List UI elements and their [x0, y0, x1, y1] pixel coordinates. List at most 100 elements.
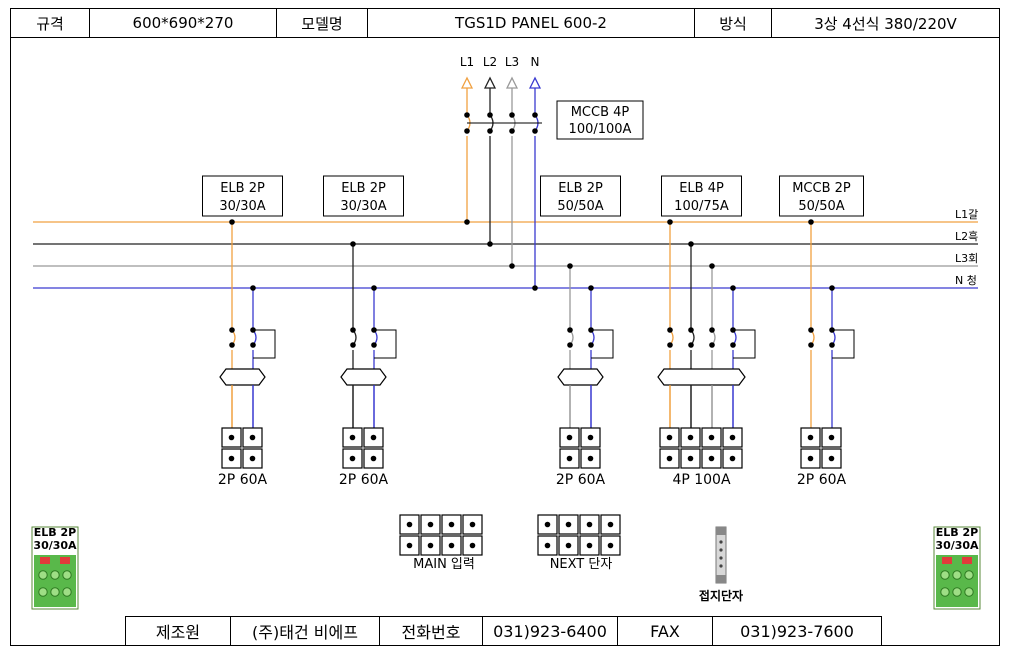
terminal-screw [565, 542, 572, 549]
phone-label: 전화번호 [379, 616, 483, 646]
junction-dot [709, 342, 715, 348]
junction-dot [588, 285, 594, 291]
breaker-type: ELB 2P [558, 181, 603, 196]
zct-sensor [340, 368, 387, 386]
zct-sensor [657, 368, 746, 386]
terminal-screw [228, 455, 235, 462]
right-elb-rating: 30/30A [935, 539, 979, 552]
terminal-screw [448, 542, 455, 549]
title-block: 규격 600*690*270 모델명 TGS1D PANEL 600-2 방식 … [10, 8, 1000, 38]
device-test-button [40, 557, 50, 564]
spec-value: 600*690*270 [89, 8, 277, 38]
junction-dot [567, 342, 573, 348]
bus-label: L2흑 [955, 229, 978, 243]
junction-dot [532, 285, 538, 291]
method-value: 3상 4선식 380/220V [771, 8, 1000, 38]
terminal-screw [807, 455, 814, 462]
breaker-rating: 30/30A [340, 199, 386, 214]
terminal-screw [687, 434, 694, 441]
junction-dot [688, 342, 694, 348]
junction-dot [532, 128, 538, 134]
left-elb-device-image [31, 526, 79, 610]
junction-dot [350, 241, 356, 247]
junction-dot [829, 342, 835, 348]
main-breaker-label-box [556, 100, 644, 140]
test-circuit [374, 329, 397, 359]
device-screw [50, 570, 60, 580]
device-screw [952, 587, 962, 597]
terminal-rating: 4P 100A [672, 472, 731, 488]
breaker-rating: 50/50A [557, 199, 603, 214]
terminal-screw [807, 434, 814, 441]
terminal-screw [370, 434, 377, 441]
spec-label: 규격 [10, 8, 90, 38]
terminal-screw [349, 434, 356, 441]
device-screw [38, 570, 48, 580]
terminal-screw [828, 455, 835, 462]
junction-dot [464, 112, 470, 118]
terminal-screw [586, 521, 593, 528]
breaker-label-box [202, 175, 283, 217]
junction-dot [350, 327, 356, 333]
terminal-screw [469, 542, 476, 549]
breaker-type: ELB 4P [679, 181, 724, 196]
terminal-screw [370, 455, 377, 462]
test-circuit [591, 329, 614, 359]
next-terminal-label: NEXT 단자 [550, 557, 613, 572]
junction-dot [829, 285, 835, 291]
maker-label: 제조원 [125, 616, 231, 646]
junction-dot [730, 342, 736, 348]
main-input-label: MAIN 입력 [413, 557, 475, 572]
terminal-screw [828, 434, 835, 441]
device-screw [964, 587, 974, 597]
terminal-screw [708, 455, 715, 462]
breaker-rating: 30/30A [219, 199, 265, 214]
device-test-button [962, 557, 972, 564]
fax-value: 031)923-7600 [712, 616, 882, 646]
terminal-screw [587, 434, 594, 441]
junction-dot [464, 128, 470, 134]
method-label: 방식 [694, 8, 772, 38]
terminal-rating: 2P 60A [556, 472, 606, 488]
terminal-screw [566, 434, 573, 441]
terminal-screw [249, 434, 256, 441]
breaker-type: MCCB 2P [792, 181, 851, 196]
test-circuit [253, 329, 276, 359]
left-elb-rating: 30/30A [33, 539, 77, 552]
test-circuit [832, 329, 855, 359]
breaker-label-box [661, 175, 742, 217]
terminal-screw [708, 434, 715, 441]
junction-dot [688, 327, 694, 333]
ground-terminal [715, 526, 727, 584]
junction-dot [487, 128, 493, 134]
terminal-screw [544, 542, 551, 549]
breaker-label-box [540, 175, 621, 217]
junction-dot [667, 342, 673, 348]
device-screw [62, 570, 72, 580]
breaker-rating: 100/75A [674, 199, 729, 214]
main-breaker [464, 88, 542, 291]
junction-dot [588, 342, 594, 348]
fax-label: FAX [617, 616, 713, 646]
incoming-phase-label: L3 [505, 55, 519, 69]
junction-dot [667, 219, 673, 225]
zct-sensor [557, 368, 604, 386]
junction-dot [229, 342, 235, 348]
breaker-type: ELB 2P [341, 181, 386, 196]
junction-dot [709, 327, 715, 333]
branch-circuit: ELB 4P 100/75A 4P 100A [657, 175, 756, 488]
junction-dot [808, 327, 814, 333]
breaker-label-box [323, 175, 404, 217]
junction-dot [371, 285, 377, 291]
junction-dot [371, 342, 377, 348]
breaker-label-box [779, 175, 864, 217]
terminal-screw [349, 455, 356, 462]
junction-dot [229, 219, 235, 225]
junction-dot [250, 342, 256, 348]
